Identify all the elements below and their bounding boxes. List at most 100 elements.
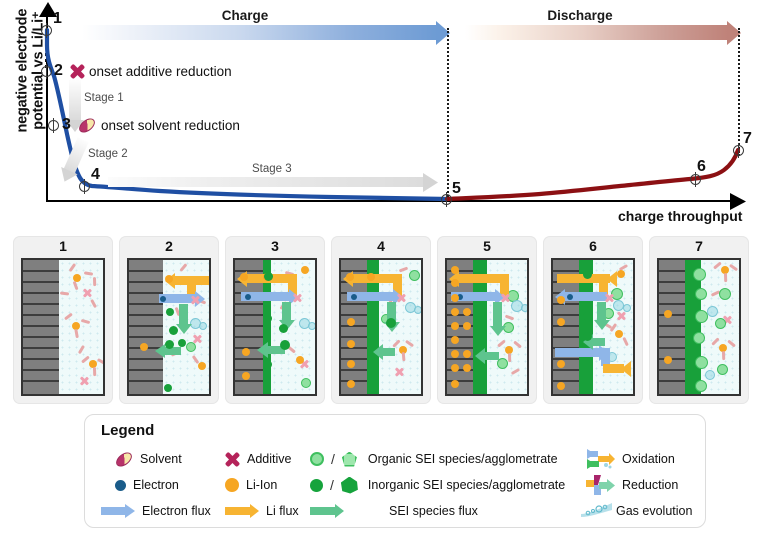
data-point-marker-1 [41,23,52,38]
panel-2[interactable]: 2 [119,236,219,404]
sei-species-flux-icon [310,503,344,518]
legend-label-additive: Additive [247,452,292,466]
inorganic-2d [178,339,186,347]
li-ion-4b [367,273,375,281]
dropline-point-5 [447,28,449,200]
organic-sei-circle-icon [310,452,324,466]
li-ion-6d [557,382,565,390]
data-point-marker-4 [79,179,90,194]
stage-3-arrow [108,173,438,192]
dropline-point-7 [738,28,740,156]
li-ion-4c [347,318,355,326]
panel-5[interactable]: 5 [437,236,537,404]
panel-4-title: 4 [377,238,385,254]
li-ion-5h [451,336,459,344]
organic-agglom-7c [695,310,708,323]
legend-row-1: Solvent Additive / Organic SEI species/a… [85,447,705,471]
slash-separator-2: / [330,477,334,493]
legend-item-additive: Additive [225,447,345,471]
inorganic-6b [583,312,592,321]
data-point-marker-6 [690,172,701,187]
electrode-7 [659,260,685,394]
x-axis-label: charge throughput [618,208,743,224]
legend-item-electron: Electron [115,473,245,497]
inorganic-4a [386,318,396,328]
legend-row-3: Electron flux Li flux SEI species flux [85,499,705,523]
li-flux-icon [225,503,259,518]
data-point-label-7: 7 [743,130,752,147]
panel-3[interactable]: 3 [225,236,325,404]
panel-7[interactable]: 7 [649,236,749,404]
legend-label-sei-flux: SEI species flux [389,504,478,518]
legend-item-li-flux: Li flux [225,499,345,523]
electron-dot-5 [457,294,463,300]
li-flux-down-5 [500,274,509,296]
data-point-label-2: 2 [54,62,63,79]
additive-marker-3 [293,294,302,303]
li-ion-5e [463,308,471,316]
panel-1-title: 1 [59,238,67,254]
electrolyte-1 [59,260,103,394]
additive-marker-2 [191,296,200,305]
sei-flux-down-2 [175,304,192,334]
inorganic-3d [280,340,290,350]
panel-strip: 1 [0,236,760,406]
panel-6[interactable]: 6 [543,236,643,404]
li-ion-5j [463,350,471,358]
discharge-banner-arrow [465,20,741,45]
inorganic-sei-circle-icon [310,478,323,492]
panel-4-cell [339,258,423,396]
stage-3-label: Stage 3 [252,163,292,175]
li-ion-3a [240,273,248,281]
electron-flux-2 [159,290,205,307]
callout-solvent-reduction: onset solvent reduction [76,115,240,136]
inorganic-2e [164,384,172,392]
data-point-label-5: 5 [452,180,461,197]
panel-6-title: 6 [589,238,597,254]
electron-dot-4 [351,294,357,300]
panel-4[interactable]: 4 [331,236,431,404]
panel-1[interactable]: 1 [13,236,113,404]
panel-2-title: 2 [165,238,173,254]
panel-2-cell [127,258,211,396]
panel-7-cell [657,258,741,396]
inorganic-3e [263,360,272,369]
panel-5-cell [445,258,529,396]
organic-agglom-7f [695,380,707,392]
charge-banner-head [436,20,450,45]
legend-label-li-ion: Li-Ion [246,478,278,492]
electrode-2 [129,260,163,394]
li-ion-5i [451,350,459,358]
li-ion-5a [451,266,459,274]
li-ion-5d [451,308,459,316]
legend-item-reduction: Reduction [585,473,705,497]
data-point-marker-7 [733,143,744,158]
li-ion-7a [664,310,672,318]
panel-5-title: 5 [483,238,491,254]
li-flux-down-3 [288,274,297,296]
li-ion-4f [347,380,355,388]
electrolyte-7 [701,260,739,394]
stage-3-arrow-shaft [108,177,424,187]
electron-dot-6 [567,294,573,300]
li-ion-2a [165,275,173,283]
solvent-ellipse-icon [76,115,98,136]
legend-item-sei-flux: SEI species flux [310,499,550,523]
stage-2-label: Stage 2 [88,148,128,160]
oxidation-icon [585,447,615,471]
li-ion-6a [557,296,565,304]
additive-marker-5 [501,294,509,302]
li-ion-6c [557,360,565,368]
legend-item-li-ion: Li-Ion [225,473,345,497]
sei-layer-3 [263,260,271,394]
legend-title: Legend [101,422,155,439]
legend-label-electron-flux: Electron flux [142,504,211,518]
organic-agglom-7d [693,332,705,344]
discharge-banner-shaft [465,25,728,40]
li-flux-6 [557,270,617,287]
x-axis-line [46,200,736,203]
discharge-banner-label: Discharge [547,8,613,23]
electron-dot-2 [160,296,166,302]
additive-marker-4 [397,294,406,303]
data-point-marker-2 [41,64,52,79]
